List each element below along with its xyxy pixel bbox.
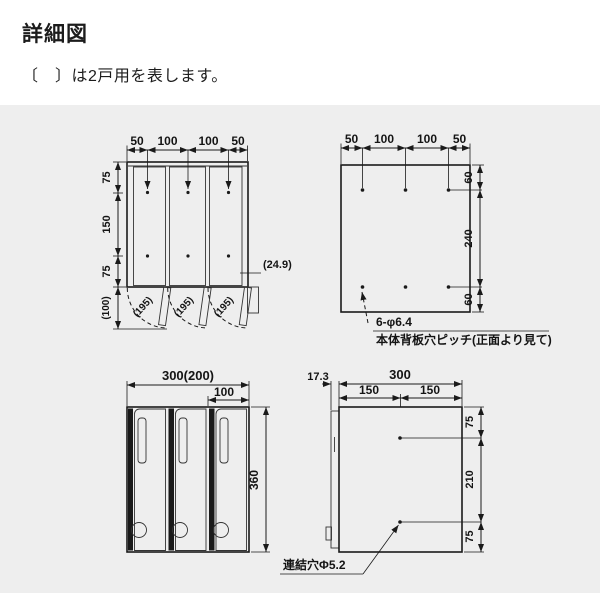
dim-doors-width: 300(200): [162, 368, 214, 383]
dim-side-right-1: 75: [464, 416, 476, 428]
dim-side-split-2: 150: [420, 383, 440, 397]
link-hole-note: 連結穴Φ5.2: [280, 524, 399, 575]
dim-back-top-2: 100: [374, 132, 394, 146]
dim-front-top-3: 100: [198, 134, 218, 148]
view-side: 17.3 300 150 150 75 210 75: [280, 367, 485, 575]
dim-front-top-4: 50: [231, 134, 245, 148]
drawing-header: 詳細図 〔 〕は2戸用を表します。: [22, 18, 228, 86]
name-card-slot-1: [137, 417, 147, 464]
dim-side-right-2: 210: [464, 470, 476, 488]
hole-spec-label: 6-φ6.4: [376, 315, 412, 329]
dim-side-split-1: 150: [359, 383, 379, 397]
lock-knob-2: [172, 522, 188, 538]
dim-side-flange: 17.3: [307, 371, 328, 383]
link-hole-label: 連結穴Φ5.2: [283, 557, 346, 572]
dim-back-right-2: 240: [463, 229, 475, 247]
dim-doors-height: 360: [247, 470, 261, 490]
view-front-elevation: 50 100 100 50: [101, 134, 292, 330]
lock-knob-3: [213, 522, 229, 538]
door-panel-1: [133, 166, 166, 286]
drawing-band-background: [0, 105, 600, 593]
lock-knob-1: [131, 522, 147, 538]
dim-side-right-3: 75: [464, 530, 476, 542]
doors-body: [126, 406, 250, 553]
front-left-dimensions: 75 150 75 (100): [101, 161, 167, 330]
dim-side-width: 300: [389, 367, 411, 382]
hole-pitch-arrows: [144, 150, 232, 258]
side-right-dimensions: 75 210 75: [398, 406, 485, 553]
view-back-panel: 50 100 100 50 60 240 60: [340, 132, 552, 347]
door-panel-3: [209, 166, 243, 286]
side-wall-step: [247, 286, 259, 314]
door-columns: [128, 408, 247, 551]
back-right-dimensions: 60 240 60: [463, 164, 484, 313]
door-panel-2: [169, 166, 206, 286]
dim-back-top-1: 50: [345, 132, 359, 146]
depth-callout-label: (24.9): [263, 259, 292, 271]
dim-front-left-3: 75: [101, 265, 113, 277]
dim-front-left-1: 75: [101, 171, 113, 183]
dim-back-right-1: 60: [463, 171, 475, 183]
open-door-flap-3: [238, 286, 252, 327]
side-body: [338, 406, 463, 553]
dim-front-left-2: 150: [101, 215, 113, 233]
dim-back-top-3: 100: [417, 132, 437, 146]
dim-back-top-4: 50: [453, 132, 467, 146]
dim-front-top-1: 50: [130, 134, 144, 148]
back-hole-note: 6-φ6.4 本体背板穴ピッチ(正面より見て): [360, 291, 552, 347]
dim-back-right-3: 60: [463, 293, 475, 305]
hole-pitch-note: 本体背板穴ピッチ(正面より見て): [376, 332, 552, 347]
view-front-doors: 300(200) 100 360: [126, 368, 270, 553]
dim-front-top-2: 100: [157, 134, 177, 148]
dim-door-width: 100: [214, 385, 234, 399]
open-door-flap-1: [158, 286, 172, 327]
name-card-slot-3: [219, 417, 229, 464]
mailbox-body-front: [126, 161, 249, 288]
back-panel-holes: [360, 148, 482, 289]
page-title: 詳細図: [22, 23, 88, 46]
dim-front-left-4: (100): [101, 296, 112, 319]
name-card-slot-2: [178, 417, 188, 464]
side-latch-tab: [325, 526, 332, 541]
legend-note: 〔 〕は2戸用を表します。: [22, 68, 228, 85]
open-door-flap-2: [198, 286, 212, 327]
